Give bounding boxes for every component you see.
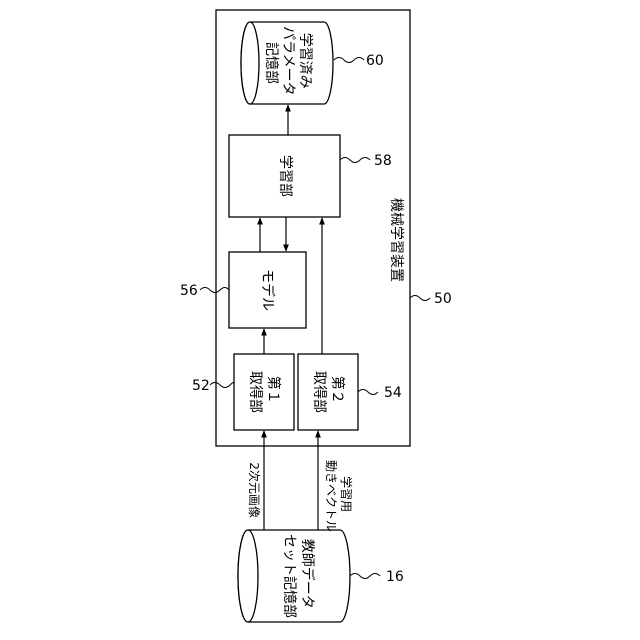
first-acquisition-unit-box: 第１ 取得部 xyxy=(234,354,294,430)
ref-50-label: 50 xyxy=(434,291,452,307)
ref-16-label: 16 xyxy=(386,569,404,585)
device-label: 機械学習装置 xyxy=(388,198,404,282)
model-box: モデル xyxy=(229,252,306,328)
param-store-line-3: 記憶部 xyxy=(263,42,280,84)
ref-16: 16 xyxy=(350,569,404,585)
ref-58-label: 58 xyxy=(374,153,392,169)
ref-56-label: 56 xyxy=(180,283,198,299)
ref-52-label: 52 xyxy=(192,378,210,394)
param-store-line-2: パラメータ xyxy=(280,26,296,96)
edge-label-2d-image: 2次元画像 xyxy=(247,462,261,518)
ref-50: 50 xyxy=(410,291,452,307)
second-acquirer-line-2: 取得部 xyxy=(311,371,328,413)
learning-unit-box: 学習部 xyxy=(229,135,340,217)
svg-text:学習用 動きベクトル: 学習用 動きベクトル xyxy=(324,460,354,532)
ref-60-label: 60 xyxy=(366,53,384,69)
teacher-data-set-store: 教師データ セット記憶部 xyxy=(238,530,350,622)
edge-label-motion-line-2: 動きベクトル xyxy=(324,460,338,532)
first-acquirer-line-2: 取得部 xyxy=(247,371,264,413)
trained-parameter-store: 学習済み パラメータ 記憶部 xyxy=(241,22,333,104)
teacher-store-line-1: 教師データ xyxy=(299,539,316,609)
edge-label-motion-line-1: 学習用 xyxy=(339,476,354,512)
learning-unit-label: 学習部 xyxy=(277,155,293,197)
first-acquirer-line-1: 第１ xyxy=(265,376,282,404)
model-label: モデル xyxy=(259,269,276,311)
param-store-line-1: 学習済み xyxy=(297,33,313,89)
ref-54-label: 54 xyxy=(384,385,402,401)
second-acquirer-line-1: 第２ xyxy=(329,376,346,404)
second-acquisition-unit-box: 第２ 取得部 xyxy=(298,354,358,430)
teacher-store-line-2: セット記憶部 xyxy=(281,534,298,618)
